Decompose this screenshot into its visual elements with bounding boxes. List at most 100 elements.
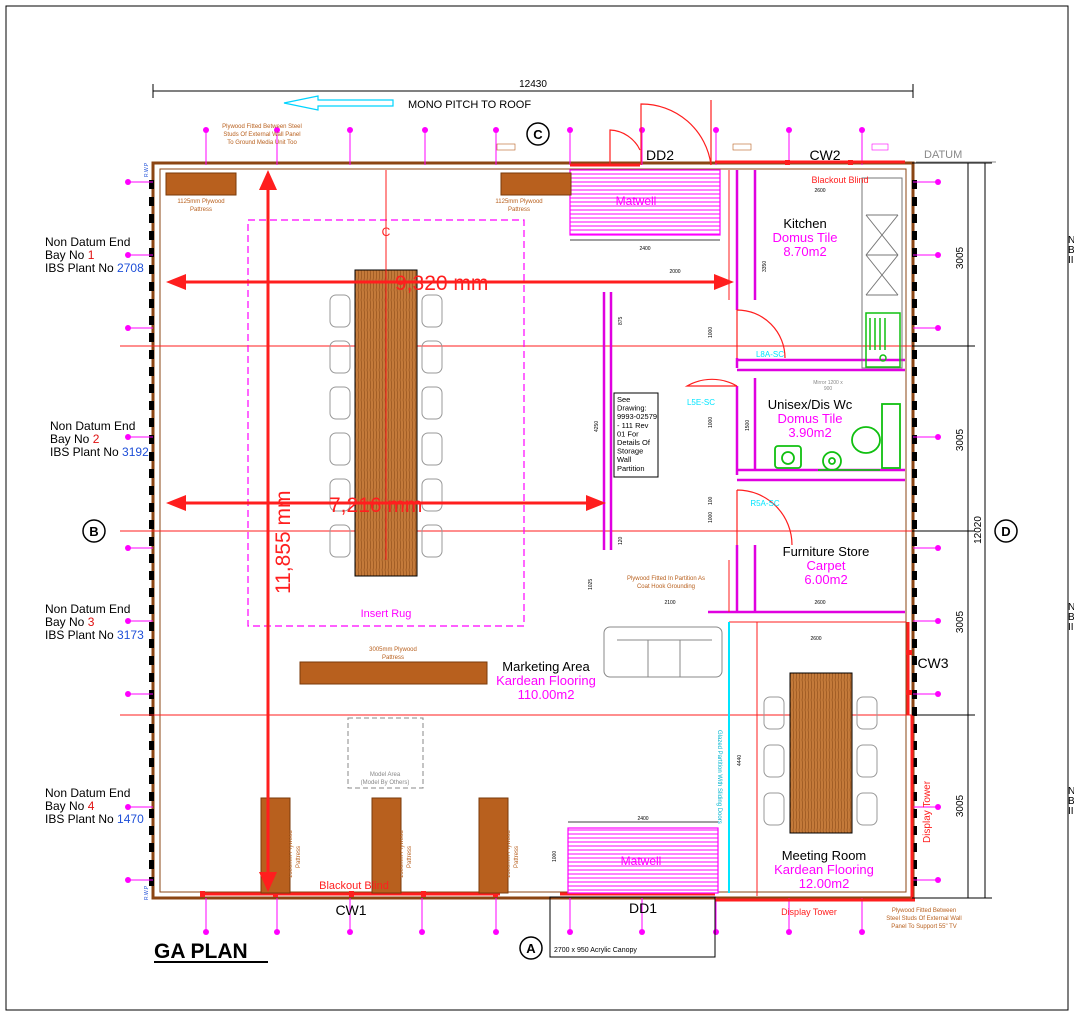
svg-text:3350: 3350 [762, 261, 768, 272]
sofa [603, 626, 723, 678]
grid-marker-dot [125, 545, 131, 551]
grid-marker-dot [567, 127, 573, 133]
svg-text:8.70m2: 8.70m2 [783, 244, 826, 259]
see-drawing-box [613, 392, 659, 478]
wall-stud [912, 401, 917, 410]
svg-text:Pattress: Pattress [190, 207, 212, 213]
wall-stud [912, 350, 917, 359]
overall-depth: 12020 [973, 516, 984, 544]
kitchen-units [861, 177, 903, 369]
wall-stud [149, 571, 154, 580]
chair [421, 340, 443, 374]
grid-marker-dot [935, 877, 941, 883]
grid-marker-dot [347, 929, 353, 935]
chair [329, 478, 351, 512]
see-drawing-line: 9993-02579 [617, 412, 657, 421]
svg-text:Kardean Flooring: Kardean Flooring [496, 673, 596, 688]
bay-dim-2: 3005 [955, 428, 966, 451]
chair [329, 386, 351, 420]
label-cw3: CW3 [917, 655, 948, 671]
svg-text:Pattress: Pattress [382, 655, 404, 661]
note-r5a: R5A-SC [750, 499, 780, 508]
grid-bubble-a: A [519, 936, 543, 960]
svg-text:Pattress: Pattress [514, 846, 520, 868]
grid-marker-dot [567, 929, 573, 935]
grid-marker-dot [274, 929, 280, 935]
grid-marker-dot [935, 434, 941, 440]
grid-marker-dot [347, 127, 353, 133]
wall-stud [912, 248, 917, 257]
meeting-table [789, 672, 853, 834]
svg-text:1500mm Plywood: 1500mm Plywood [288, 830, 294, 878]
wall-stud [149, 418, 154, 427]
wall-stud [912, 418, 917, 427]
svg-text:2400: 2400 [637, 816, 648, 822]
wall-stud [149, 707, 154, 716]
wall-stud [149, 639, 154, 648]
wall-stud [149, 350, 154, 359]
bay-label-3: Non Datum End Bay No 3 IBS Plant No 3173 [45, 602, 144, 642]
see-drawing-line: Partition [617, 464, 645, 473]
note-model-area: Model Area (Model By Others) [361, 772, 410, 786]
svg-text:To Ground Media Unit Too: To Ground Media Unit Too [227, 140, 297, 146]
mono-pitch-arrow: MONO PITCH TO ROOF [283, 95, 531, 111]
chair [421, 294, 443, 328]
wall-stud [912, 656, 917, 665]
svg-text:(Model By Others): (Model By Others) [361, 780, 410, 786]
wall-stud [912, 843, 917, 852]
partition-lines-red [728, 170, 906, 896]
svg-text:2600: 2600 [814, 600, 825, 606]
grid-marker-dot [639, 127, 645, 133]
svg-text:1125mm Plywood: 1125mm Plywood [177, 199, 224, 205]
grid-marker-dot [125, 877, 131, 883]
wc-sanitary [774, 403, 901, 471]
wall-stud [149, 248, 154, 257]
grid-marker-dot [713, 929, 719, 935]
room-furniture-store: Furniture Store Carpet 6.00m2 [783, 544, 870, 587]
wall-stud [912, 639, 917, 648]
wall-stud [149, 231, 154, 240]
chair [763, 696, 785, 730]
grid-marker-dot [859, 929, 865, 935]
chair [763, 792, 785, 826]
wall-stud [912, 571, 917, 580]
label-cw2: CW2 [809, 147, 840, 163]
grid-bubble-c: C [526, 122, 550, 146]
note-plywood-top: Plywood Fitted Between Steel Studs Of Ex… [222, 124, 302, 146]
wall-stud [912, 231, 917, 240]
grid-marker-dot [935, 179, 941, 185]
svg-text:1500mm Plywood: 1500mm Plywood [399, 830, 405, 878]
svg-text:1025: 1025 [588, 579, 594, 590]
wall-stud [912, 758, 917, 767]
measurement-7216: 7,216 mm [329, 494, 422, 517]
wall-stud [149, 809, 154, 818]
note-partition: Plywood Fitted In Partition As Coat Hook… [627, 576, 705, 590]
wall-stud [912, 299, 917, 308]
wall-stud [149, 775, 154, 784]
wall-stud [912, 775, 917, 784]
svg-text:2100: 2100 [664, 600, 675, 606]
note-blackout-blind-bottom: Blackout Blind [319, 880, 389, 892]
svg-text:2000: 2000 [669, 269, 680, 275]
grid-marker-dot [125, 325, 131, 331]
note-blackout-blind-top: Blackout Blind [811, 175, 868, 185]
wall-stud [912, 537, 917, 546]
note-display-tower-bottom: Display Tower [781, 907, 837, 917]
svg-text:Mirror 1200 x: Mirror 1200 x [813, 380, 843, 386]
grid-marker-dot [786, 127, 792, 133]
note-pattress-mid: 1125mm Plywood Pattress [495, 199, 542, 213]
svg-text:3005mm Plywood: 3005mm Plywood [369, 647, 417, 653]
svg-text:1000: 1000 [708, 327, 714, 338]
grid-marker-dot [935, 691, 941, 697]
room-kitchen: Kitchen Domus Tile 8.70m2 [772, 216, 837, 259]
note-display-tower-side: Display Tower [922, 780, 933, 843]
see-drawing-line: Details Of [617, 438, 651, 447]
svg-text:Pattress: Pattress [508, 207, 530, 213]
svg-text:Model Area: Model Area [370, 772, 401, 778]
wall-stud [149, 826, 154, 835]
svg-text:100: 100 [708, 496, 714, 505]
wall-stud [149, 503, 154, 512]
measurement-9320: 9,320 mm [395, 272, 488, 295]
